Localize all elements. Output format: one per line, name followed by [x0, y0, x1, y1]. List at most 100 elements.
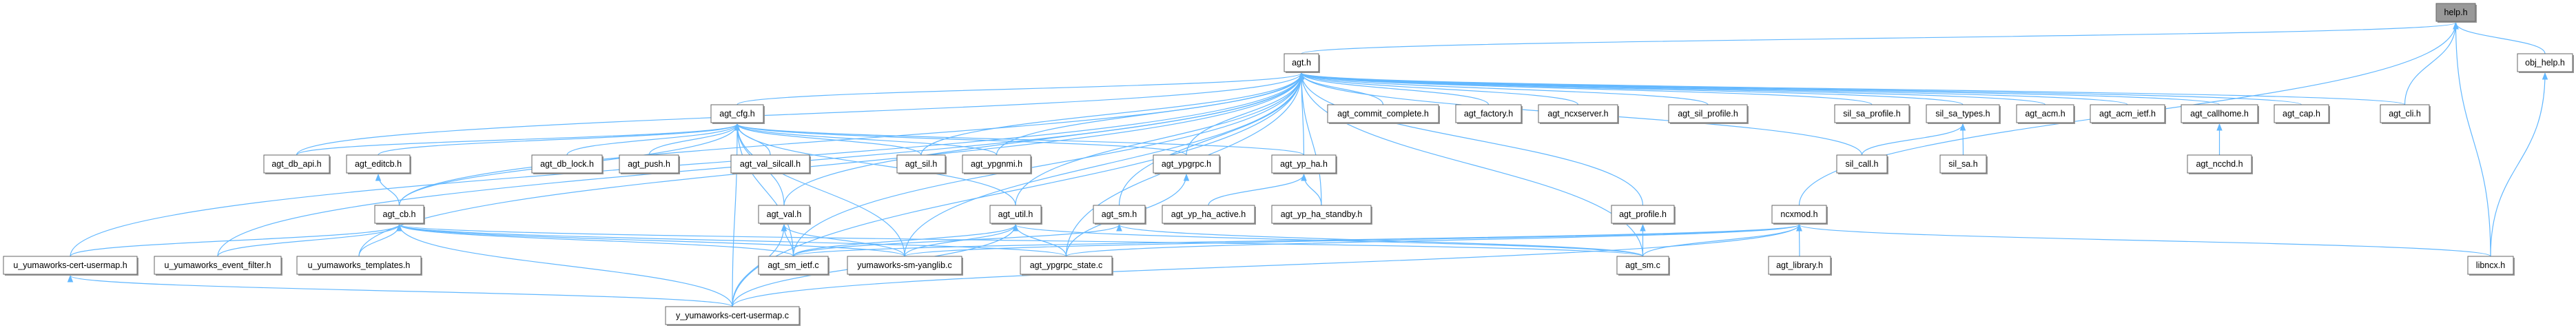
- node-box: [1271, 154, 1337, 174]
- file-node[interactable]: agt_library.h: [1768, 256, 1832, 276]
- file-node[interactable]: agt_sm.h: [1093, 205, 1146, 225]
- node-label: agt_ypgrpc.h: [1162, 159, 1211, 169]
- file-node[interactable]: agt_util.h: [989, 205, 1042, 225]
- file-node[interactable]: agt_ncchd.h: [2187, 154, 2253, 174]
- file-node[interactable]: y_yumaworks-cert-usermap.c: [665, 306, 801, 326]
- file-node[interactable]: obj_help.h: [2517, 53, 2574, 73]
- dependency-edge: [904, 223, 1802, 257]
- node-label: agt.h: [1292, 58, 1311, 68]
- file-node[interactable]: ncxmod.h: [1771, 205, 1828, 225]
- node-label: agt_val.h: [767, 209, 802, 219]
- node-box: [1020, 256, 1113, 275]
- node-box: [758, 256, 829, 275]
- file-node[interactable]: agt_yp_ha_active.h: [1162, 205, 1256, 225]
- edges-layer: [68, 21, 2548, 307]
- dependency-edge: [217, 223, 402, 257]
- file-node[interactable]: agt_push.h: [619, 154, 680, 174]
- node-label: agt_library.h: [1776, 260, 1823, 270]
- node-label: agt_commit_complete.h: [1337, 109, 1429, 119]
- node-box: [346, 154, 411, 174]
- node-box: [2016, 104, 2074, 123]
- file-node[interactable]: agt_cfg.h: [710, 104, 765, 124]
- file-node[interactable]: agt_sm.c: [1616, 256, 1670, 276]
- dependency-edge: [296, 123, 741, 156]
- node-label: agt_profile.h: [1619, 209, 1667, 219]
- node-box: [1271, 205, 1372, 224]
- dependency-edge: [1118, 72, 1305, 206]
- dependency-edge: [396, 223, 1067, 257]
- node-box: [2435, 3, 2476, 22]
- file-node[interactable]: agt.h: [1284, 53, 1320, 73]
- file-node[interactable]: agt_cap.h: [2274, 104, 2330, 124]
- file-node[interactable]: agt_acm.h: [2016, 104, 2075, 124]
- file-node[interactable]: libncx.h: [2467, 256, 2515, 276]
- node-box: [1834, 104, 1910, 123]
- file-node[interactable]: agt_profile.h: [1611, 205, 1676, 225]
- node-box: [1284, 53, 1319, 72]
- node-box: [263, 154, 330, 174]
- node-box: [1153, 154, 1220, 174]
- node-box: [296, 256, 422, 275]
- dependency-edge: [68, 274, 733, 307]
- dependency-edge: [1299, 72, 2406, 105]
- node-label: agt_sil_profile.h: [1678, 109, 1738, 119]
- file-node[interactable]: agt_db_lock.h: [531, 154, 604, 174]
- dependency-edge: [2453, 21, 2491, 257]
- file-node[interactable]: agt_callhome.h: [2181, 104, 2259, 124]
- file-node[interactable]: agt_sm_ietf.c: [758, 256, 830, 276]
- file-node[interactable]: agt_editcb.h: [346, 154, 411, 174]
- node-box: [2187, 154, 2252, 174]
- dependency-edge: [792, 223, 1122, 257]
- node-label: sil_sa_types.h: [1935, 109, 1990, 119]
- dependency-edge: [920, 72, 1305, 156]
- node-box: [1668, 104, 1748, 123]
- current-file-node: help.h: [2435, 3, 2477, 23]
- file-node[interactable]: agt_ypgnmi.h: [962, 154, 1032, 174]
- node-label: agt_yp_ha_active.h: [1171, 209, 1246, 219]
- node-label: sil_call.h: [1846, 159, 1879, 169]
- node-label: ncxmod.h: [1780, 209, 1817, 219]
- dependency-edge: [732, 123, 741, 307]
- file-node[interactable]: yumaworks-sm-yanglib.c: [847, 256, 963, 276]
- file-node[interactable]: agt_val.h: [758, 205, 811, 225]
- node-box: [531, 154, 603, 174]
- file-node[interactable]: sil_sa_types.h: [1926, 104, 2001, 124]
- file-node[interactable]: sil_sa_profile.h: [1834, 104, 1910, 124]
- node-label: agt_acm.h: [2025, 109, 2065, 119]
- file-node[interactable]: agt_acm_ietf.h: [2090, 104, 2166, 124]
- file-node[interactable]: agt_ypgrpc_state.c: [1020, 256, 1113, 276]
- file-node[interactable]: agt_sil.h: [896, 154, 947, 174]
- file-node[interactable]: u_yumaworks-cert-usermap.h: [3, 256, 138, 276]
- dependency-edge: [1298, 72, 1322, 206]
- node-box: [665, 306, 800, 325]
- dependency-edge: [1299, 72, 1873, 105]
- file-node[interactable]: agt_ncxserver.h: [1538, 104, 1619, 124]
- dependency-edge: [2490, 72, 2548, 257]
- node-label: sil_sa.h: [1948, 159, 1977, 169]
- dependency-edge: [1796, 223, 2491, 257]
- file-node[interactable]: agt_ypgrpc.h: [1153, 154, 1221, 174]
- file-node[interactable]: u_yumaworks_event_filter.h: [154, 256, 282, 276]
- node-label: agt_util.h: [998, 209, 1033, 219]
- file-node[interactable]: u_yumaworks_templates.h: [296, 256, 422, 276]
- file-node[interactable]: sil_call.h: [1836, 154, 1888, 174]
- file-node[interactable]: agt_cb.h: [374, 205, 425, 225]
- file-node[interactable]: agt_factory.h: [1455, 104, 1523, 124]
- node-box: [1455, 104, 1522, 123]
- file-node[interactable]: agt_cli.h: [2380, 104, 2431, 124]
- dependency-edge: [1208, 173, 1307, 206]
- file-node[interactable]: agt_val_silcall.h: [730, 154, 811, 174]
- node-label: agt_acm_ietf.h: [2099, 109, 2156, 119]
- file-node[interactable]: sil_sa.h: [1939, 154, 1988, 174]
- node-box: [962, 154, 1031, 174]
- file-node[interactable]: agt_sil_profile.h: [1668, 104, 1749, 124]
- node-box: [2090, 104, 2165, 123]
- file-node[interactable]: agt_commit_complete.h: [1327, 104, 1440, 124]
- dependency-edge: [70, 223, 402, 257]
- file-node[interactable]: agt_db_api.h: [263, 154, 331, 174]
- node-label: agt_db_api.h: [271, 159, 321, 169]
- file-node[interactable]: agt_yp_ha.h: [1271, 154, 1337, 174]
- file-node[interactable]: agt_yp_ha_standby.h: [1271, 205, 1372, 225]
- node-label: agt_cb.h: [383, 209, 416, 219]
- node-box: [730, 154, 810, 174]
